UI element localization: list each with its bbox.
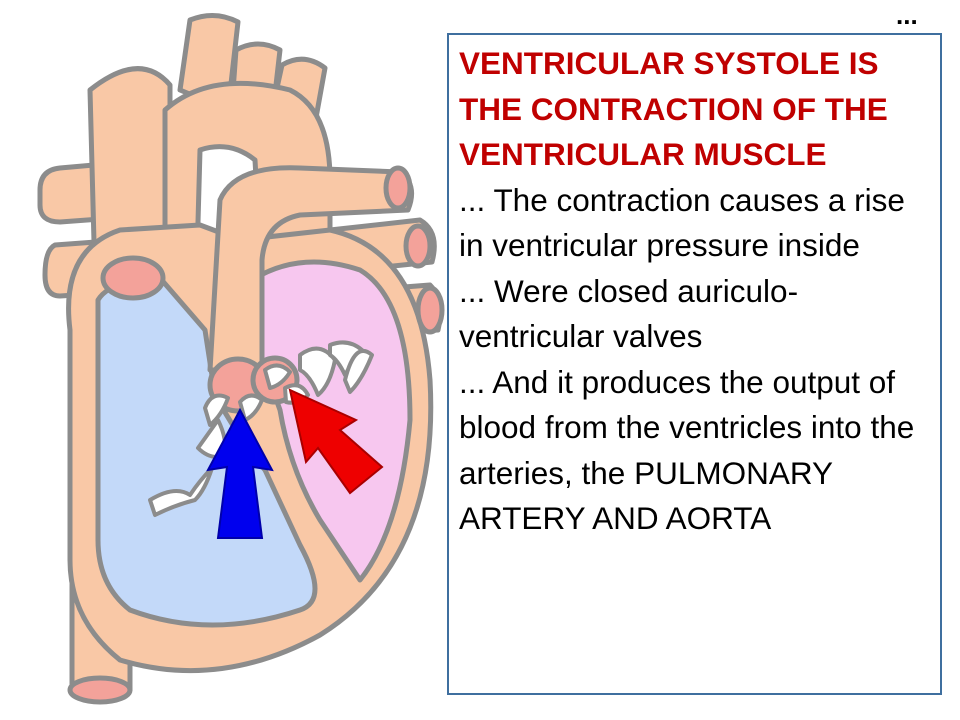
mitral-valve-leaflet-3 bbox=[343, 348, 374, 394]
corner-ellipsis: ... bbox=[896, 0, 918, 30]
aortic-valve-cusp-1 bbox=[263, 363, 292, 390]
svc-opening bbox=[100, 255, 166, 301]
vein-opening-upper bbox=[403, 223, 433, 269]
pulmonary-valve-cusp-2 bbox=[238, 393, 264, 422]
pulmonary-opening bbox=[383, 165, 413, 211]
red-arrow bbox=[288, 388, 384, 495]
pulmonary-valve-cusp-1 bbox=[203, 393, 230, 427]
blue-arrow bbox=[206, 407, 274, 539]
explanation-panel: VENTRICULAR SYSTOLE IS THE CONTRACTION O… bbox=[447, 33, 942, 695]
point-pressure-rise: ... The contraction causes a rise in ven… bbox=[459, 181, 905, 264]
panel-heading: VENTRICULAR SYSTOLE IS THE CONTRACTION O… bbox=[459, 45, 888, 172]
point-valves-closed: ... Were closed auriculo-ventricular val… bbox=[459, 272, 799, 355]
point-blood-output: ... And it produces the output of blood … bbox=[459, 363, 915, 537]
mitral-valve-leaflet-1 bbox=[298, 346, 337, 397]
ivc-opening bbox=[67, 675, 133, 705]
vein-opening-lower bbox=[415, 285, 445, 335]
aorta-arch bbox=[162, 80, 333, 333]
